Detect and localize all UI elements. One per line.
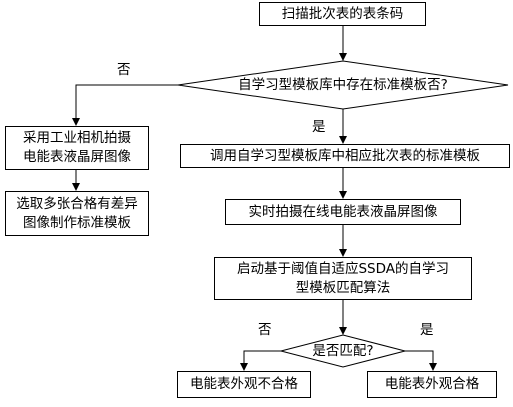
node-realtime-capture: 实时拍摄在线电能表液晶屏图像: [225, 199, 461, 225]
arrow-nomatch-to-fail: [240, 350, 281, 371]
node-result-fail: 电能表外观不合格: [177, 371, 311, 398]
node-result-pass: 电能表外观合格: [367, 371, 497, 398]
node-start-algorithm: 启动基于阈值自适应SSDA的自学习 型模板匹配算法: [214, 257, 472, 300]
node-decision-match-text: 是否匹配?: [312, 343, 374, 359]
edge-label-yes-match: 是: [420, 322, 434, 338]
node-scan-barcode: 扫描批次表的表条码: [259, 2, 426, 26]
node-call-template: 调用自学习型模板库中相应批次表的标准模板: [180, 144, 510, 168]
edge-label-no-match: 否: [258, 322, 272, 338]
node-select-samples: 选取多张合格有差异 图像制作标准模板: [5, 191, 149, 236]
node-capture-camera: 采用工业相机拍摄 电能表液晶屏图像: [5, 126, 149, 170]
edge-label-yes-template: 是: [312, 119, 326, 135]
node-decision-template-text: 自学习型模板库中存在标准模板否?: [238, 77, 448, 93]
edge-label-no-template: 否: [117, 62, 131, 78]
arrow-no-to-capture: [72, 84, 178, 126]
decision-diamond-template: [177, 60, 509, 110]
arrow-match-to-pass: [405, 350, 437, 371]
